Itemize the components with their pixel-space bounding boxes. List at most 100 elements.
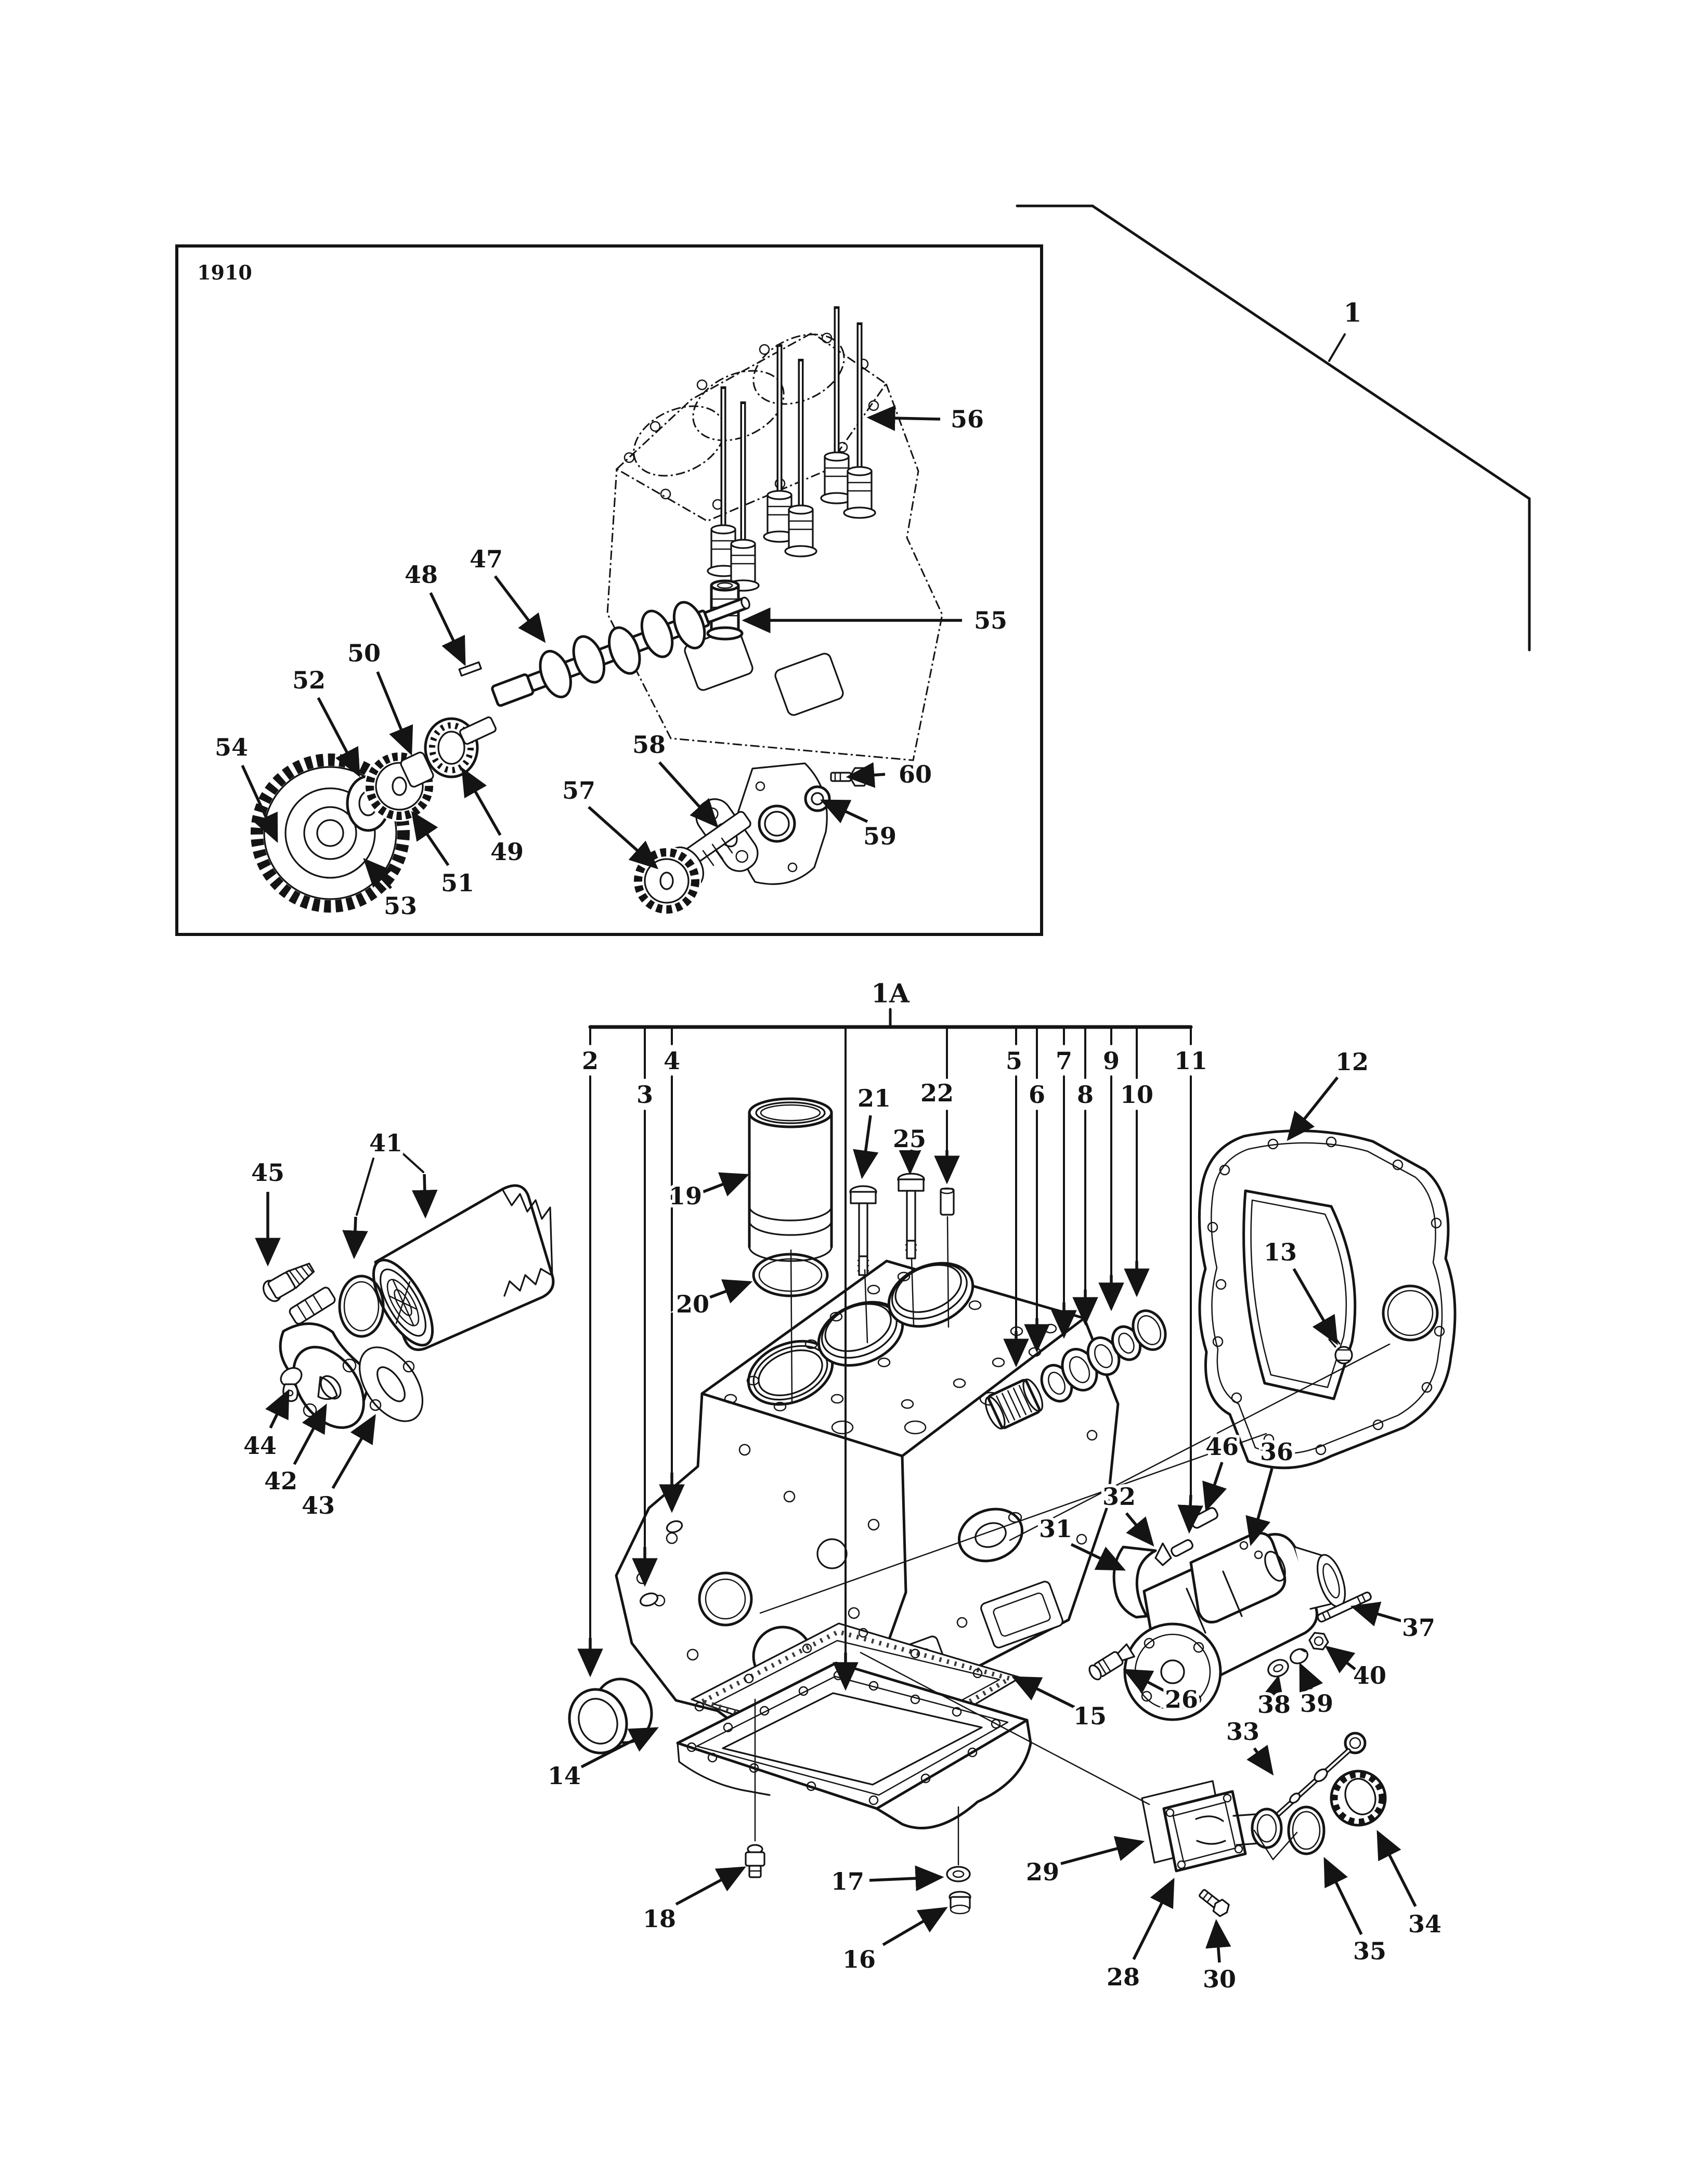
callout-arrow-41-ring (342, 1216, 368, 1259)
breather-cover-assembly (1141, 1780, 1283, 1917)
callout-arrow-32 (1125, 1512, 1154, 1547)
callout-arrow-30 (1205, 1919, 1231, 1963)
callout-arrow-31 (1070, 1543, 1126, 1571)
callout-34: 34 (1408, 1910, 1441, 1938)
callout-18: 18 (643, 1905, 676, 1933)
callout-45: 45 (251, 1159, 284, 1187)
callout-37: 37 (1402, 1614, 1435, 1642)
filter-seal-ring-41 (338, 1275, 385, 1338)
cup-plug-4 (666, 1520, 683, 1533)
callout-22: 22 (920, 1079, 954, 1107)
dowel-pin-22 (940, 1187, 955, 1216)
callout-6: 6 (1029, 1081, 1045, 1109)
callout-2: 2 (582, 1047, 599, 1075)
callout-arrow-38 (1259, 1674, 1285, 1706)
washer-38-hole (1273, 1664, 1283, 1672)
callout-17: 17 (831, 1867, 864, 1895)
callout-43: 43 (302, 1491, 335, 1519)
leader-line-ref-1b (1091, 204, 1531, 500)
callout-54: 54 (215, 733, 248, 761)
engine-line-art (175, 244, 1457, 1917)
callout-60: 60 (899, 760, 932, 788)
callout-13: 13 (1264, 1238, 1297, 1266)
callout-36: 36 (1260, 1438, 1293, 1466)
callout-arrow-59 (820, 799, 868, 824)
rear-plate-12 (1198, 1129, 1457, 1470)
oil-filter-41 (372, 1184, 555, 1351)
callout-arrow-11 (1177, 1494, 1203, 1534)
leader-line-stud25-lead (911, 1257, 915, 1326)
callout-arrow-28 (1132, 1878, 1175, 1960)
callout-arrow-34 (1376, 1830, 1417, 1907)
callout-32: 32 (1102, 1483, 1136, 1511)
callout-59: 59 (863, 822, 897, 850)
callout-26: 26 (1165, 1685, 1198, 1713)
leader-line-pin22-lead (946, 1216, 950, 1328)
callout-7: 7 (1056, 1047, 1072, 1075)
callout-arrow-16 (882, 1907, 948, 1946)
starter-motor-36 (1112, 1532, 1346, 1721)
callout-29: 29 (1026, 1858, 1059, 1886)
adapter-gasket-43 (358, 1346, 424, 1422)
inset-box-border (175, 244, 1043, 936)
callout-35: 35 (1353, 1937, 1386, 1965)
callout-arrow-52 (317, 697, 360, 777)
plug-16 (949, 1891, 971, 1915)
callout-arrow-41-filter (412, 1174, 438, 1219)
push-rods-and-tappets (706, 306, 876, 641)
callout-arrow-37 (1350, 1602, 1404, 1627)
leader-line-neck-z2 (1272, 1831, 1298, 1861)
bolt-13 (1328, 1335, 1353, 1364)
leader-lines (356, 204, 1531, 1866)
callout-51: 51 (441, 869, 474, 897)
dipstick-33 (1264, 1732, 1367, 1825)
callout-arrow-21 (853, 1115, 879, 1179)
callout-53: 53 (384, 892, 417, 920)
o-ring-35 (1287, 1805, 1326, 1855)
leader-line-liner-lead (790, 1249, 793, 1404)
callout-4: 4 (664, 1047, 680, 1075)
leader-line-bracket41-a (356, 1158, 374, 1216)
callout-33: 33 (1226, 1718, 1259, 1746)
washer-38 (1267, 1659, 1289, 1678)
oil-pan-14 (676, 1661, 1032, 1829)
callout-arrow-60 (846, 762, 886, 788)
callout-19: 19 (669, 1182, 702, 1210)
callout-arrow-42 (293, 1403, 327, 1465)
lock-washer-39 (1290, 1648, 1308, 1665)
callout-arrow-44 (265, 1389, 290, 1429)
nut-40 (1308, 1632, 1329, 1650)
callout-1a: 1A (871, 978, 910, 1009)
callout-25: 25 (893, 1125, 926, 1153)
callout-49: 49 (490, 838, 524, 866)
callout-arrow-50 (376, 671, 413, 756)
callout-9: 9 (1103, 1047, 1120, 1075)
leader-line-neck-z1 (1253, 1829, 1274, 1861)
callout-3: 3 (636, 1081, 653, 1109)
camshaft (491, 596, 750, 707)
callout-44: 44 (243, 1432, 277, 1460)
leader-line-stud21-lead (864, 1269, 868, 1344)
fitting-45 (263, 1263, 315, 1302)
callout-arrow-40 (1324, 1645, 1356, 1673)
lock-washer-59 (804, 785, 831, 812)
callout-11: 11 (1174, 1047, 1207, 1075)
pin-46 (1190, 1507, 1218, 1529)
leader-line-align-1 (759, 1433, 1267, 1614)
callout-arrow-39 (1299, 1662, 1323, 1694)
callout-arrow-18 (675, 1866, 746, 1906)
callout-arrow-36 (1245, 1468, 1274, 1546)
callout-arrow-12 (1287, 1076, 1339, 1141)
stud-21 (849, 1185, 877, 1276)
callout-56: 56 (951, 405, 984, 433)
callout-arrow-14 (580, 1727, 659, 1769)
callout-15: 15 (1073, 1702, 1107, 1730)
callout-12: 12 (1335, 1048, 1369, 1076)
callout-arrow-43 (331, 1414, 376, 1489)
callout-16: 16 (842, 1945, 876, 1973)
washer-17 (946, 1866, 971, 1882)
callout-5: 5 (1006, 1047, 1022, 1075)
callout-21: 21 (858, 1084, 891, 1112)
